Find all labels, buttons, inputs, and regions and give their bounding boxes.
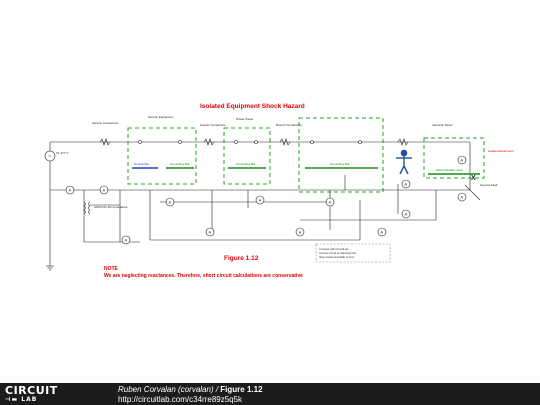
person-icon — [396, 149, 412, 175]
ground-symbol — [46, 265, 54, 271]
label-branch-conductors: Branch Conductors — [276, 123, 302, 127]
diagram-title: Isolated Equipment Shock Hazard — [200, 103, 305, 110]
meter-5 — [325, 197, 335, 207]
meter-1 — [65, 185, 75, 195]
comment-text-3: https://www.circuitlab.com/c/... — [319, 255, 357, 259]
label-source: V1 277 V — [56, 151, 68, 155]
figure-label: Figure 1.12 — [224, 255, 259, 262]
breaker-panel — [234, 140, 238, 144]
note-text: We are neglecting reactances. Therefore,… — [104, 273, 303, 279]
note-block: NOTE We are neglecting reactances. There… — [104, 266, 303, 280]
meter-label-13: A — [461, 195, 464, 200]
breaker-feeder — [178, 140, 182, 144]
comment-text: Created with CircuitLab: — [319, 247, 349, 251]
label-grounding-bar-2: Grounding Bar — [236, 162, 256, 166]
logo-bottom-text: ⊣▬ LAB — [5, 396, 38, 403]
label-induction-motor: Induction Motor — [432, 123, 453, 127]
label-isolated-equipment: Isolated Equipment — [488, 149, 514, 153]
schematic-canvas: ~ A A A A A A A A A A — [44, 103, 514, 280]
breaker-branch-2 — [310, 140, 314, 144]
label-feeder-conductors: Feeder Conductors — [200, 123, 226, 127]
meter-label-12: A — [461, 158, 464, 163]
meter-label-7: A — [209, 230, 212, 235]
power-panel-enclosure — [223, 127, 271, 185]
meter-label-9: A — [381, 230, 384, 235]
source-plus: ~ — [48, 154, 52, 160]
meter-10 — [401, 179, 411, 189]
breaker-branch-3 — [358, 140, 362, 144]
breaker-main — [138, 140, 142, 144]
label-service-conductors: Service Conductors — [92, 121, 119, 125]
meter-11 — [401, 209, 411, 219]
meter-label-2: A — [103, 188, 106, 193]
schematic-svg: ~ A A A A A A A A A A — [44, 115, 514, 271]
meter-label-3: A — [169, 200, 172, 205]
meter-label-1: A — [69, 188, 72, 193]
meter-label-6: A — [125, 238, 128, 243]
wires — [49, 141, 481, 266]
transformer — [83, 201, 91, 215]
ground-fault-x: X — [471, 175, 476, 182]
meter-label-5: A — [329, 200, 332, 205]
label-neutral-bar: Neutral Bar — [134, 162, 149, 166]
author-line: Ruben Corvalan (corvalan) / Figure 1.12 — [118, 385, 263, 394]
breaker-branch — [254, 140, 258, 144]
meter-label-10: A — [405, 182, 408, 187]
service-equipment-enclosure — [127, 127, 197, 185]
meter-label-11: A — [405, 212, 408, 217]
note-heading: NOTE — [104, 266, 118, 272]
label-ground-fault: Ground Fault — [480, 183, 498, 187]
label-power-panel: Power Panel — [236, 117, 253, 121]
circuit-url[interactable]: http://circuitlab.com/c34rre89z5q5k — [118, 395, 243, 404]
service-resistor — [99, 138, 111, 146]
label-motor-case: Motor Metallic Case — [436, 168, 463, 172]
feeder-resistor — [203, 138, 215, 146]
motor-enclosure — [423, 137, 485, 179]
figure-name: Figure 1.12 — [220, 385, 263, 394]
meter-13 — [457, 192, 467, 202]
meter-6 — [121, 235, 131, 245]
label-transformer: 1000 kVA 4% Impedance — [94, 205, 128, 209]
meter-9 — [377, 227, 387, 237]
meter-12 — [457, 155, 467, 165]
label-service-equipment: Service Equipment — [148, 115, 173, 119]
meter-7 — [205, 227, 215, 237]
voltage-source — [44, 150, 56, 162]
meter-4 — [255, 195, 265, 205]
meter-2 — [99, 185, 109, 195]
logo-top-text: CIRCUIT — [5, 384, 58, 397]
meter-label-8: A — [299, 230, 302, 235]
branch-enclosure — [298, 117, 384, 193]
footer-bar: CIRCUIT ⊣▬ LAB Ruben Corvalan (corvalan)… — [0, 383, 540, 405]
meter-label-4: A — [259, 198, 262, 203]
meter-8 — [295, 227, 305, 237]
comment-box — [315, 243, 391, 263]
label-grounding-bar-3: Grounding Bar — [330, 162, 350, 166]
label-grounding-bar-1: Grounding Bar — [170, 162, 190, 166]
comment-text-2: Access circuit at following link: — [319, 251, 357, 255]
motor-resistor — [397, 138, 409, 146]
author-text: Ruben Corvalan (corvalan) / — [118, 385, 221, 394]
meter-3 — [165, 197, 175, 207]
circuitlab-logo[interactable]: CIRCUIT ⊣▬ LAB — [5, 385, 67, 403]
branch-resistor — [279, 138, 291, 146]
